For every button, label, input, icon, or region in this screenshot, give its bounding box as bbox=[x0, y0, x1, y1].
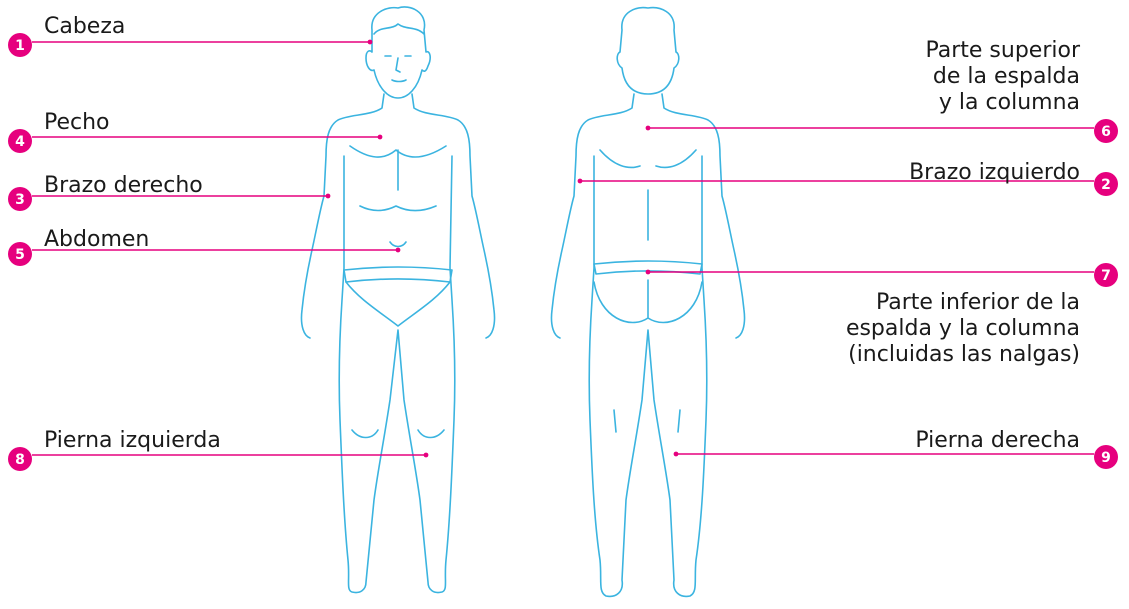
marker-badge-head: 1 bbox=[8, 33, 32, 57]
leader-dot-right-arm bbox=[326, 194, 331, 199]
leader-dot-head bbox=[368, 40, 373, 45]
label-left-leg: Pierna izquierda bbox=[44, 428, 221, 454]
label-lower-back: Parte inferior de la espalda y la column… bbox=[846, 290, 1080, 368]
label-abdomen: Abdomen bbox=[44, 227, 149, 253]
marker-number-upper-back: 6 bbox=[1101, 124, 1111, 140]
marker-number-right-arm: 3 bbox=[15, 192, 25, 208]
marker-number-chest: 4 bbox=[15, 134, 25, 150]
back-body-figure bbox=[551, 8, 744, 597]
marker-badge-abdomen: 5 bbox=[8, 242, 32, 266]
label-right-arm: Brazo derecho bbox=[44, 173, 203, 199]
leader-dot-chest bbox=[378, 135, 383, 140]
leader-dot-lower-back bbox=[646, 270, 651, 275]
marker-badge-right-arm: 3 bbox=[8, 187, 32, 211]
label-left-arm: Brazo izquierdo bbox=[909, 160, 1080, 186]
marker-number-left-leg: 8 bbox=[15, 452, 25, 468]
marker-badge-lower-back: 7 bbox=[1094, 263, 1118, 287]
leader-dot-abdomen bbox=[396, 248, 401, 253]
marker-number-right-leg: 9 bbox=[1101, 450, 1111, 466]
label-right-leg: Pierna derecha bbox=[915, 428, 1080, 454]
label-chest: Pecho bbox=[44, 110, 110, 136]
leader-dot-right-leg bbox=[674, 452, 679, 457]
marker-badge-left-arm: 2 bbox=[1094, 172, 1118, 196]
marker-badge-right-leg: 9 bbox=[1094, 445, 1118, 469]
leader-dot-left-arm bbox=[578, 179, 583, 184]
label-upper-back: Parte superior de la espalda y la column… bbox=[925, 38, 1080, 116]
marker-number-head: 1 bbox=[15, 38, 25, 54]
marker-number-abdomen: 5 bbox=[15, 247, 25, 263]
marker-number-left-arm: 2 bbox=[1101, 177, 1111, 193]
marker-badge-chest: 4 bbox=[8, 129, 32, 153]
marker-badge-left-leg: 8 bbox=[8, 447, 32, 471]
marker-number-lower-back: 7 bbox=[1101, 268, 1111, 284]
label-head: Cabeza bbox=[44, 14, 125, 40]
leader-dot-left-leg bbox=[424, 453, 429, 458]
leader-dot-upper-back bbox=[646, 126, 651, 131]
marker-badge-upper-back: 6 bbox=[1094, 119, 1118, 143]
front-body-figure bbox=[301, 7, 494, 593]
